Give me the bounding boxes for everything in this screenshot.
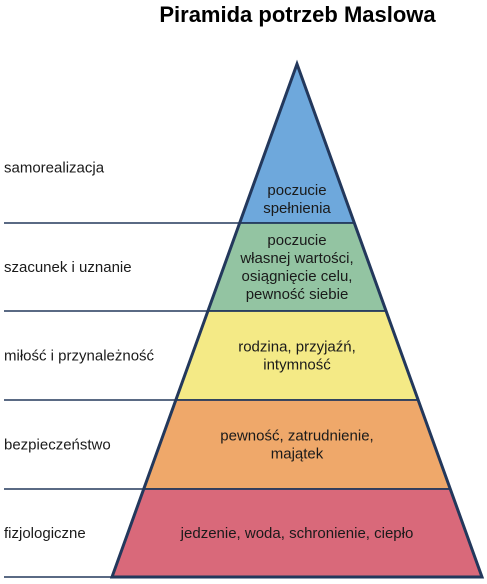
segment-content-line: rodzina, przyjaźń,	[238, 339, 356, 356]
segment-content-line: własnej wartości,	[239, 250, 353, 267]
pyramid-outline-layer	[109, 59, 485, 579]
segment-content-line: pewność, zatrudnienie,	[220, 428, 373, 445]
level-label-milosc-i-przynaleznosc: miłość i przynależność	[4, 348, 155, 365]
level-label-szacunek-i-uznanie: szacunek i uznanie	[4, 259, 132, 276]
level-label-samorealizacja: samorealizacja	[4, 160, 105, 177]
pyramid-segments	[111, 63, 483, 578]
diagram-title: Piramida potrzeb Maslowa	[159, 2, 436, 27]
pyramid-segment-bezpieczenstwo	[142, 399, 452, 490]
segment-content-line: jedzenie, woda, schronienie, ciepło	[180, 525, 414, 542]
segment-content-line: poczucie	[267, 182, 326, 199]
pyramid-segment-milosc-i-przynaleznosc	[175, 310, 419, 401]
level-labels: samorealizacja szacunek i uznanie miłość i…	[4, 160, 155, 543]
segment-content-line: spełnienia	[263, 200, 331, 217]
level-label-fizjologiczne: fizjologiczne	[4, 525, 86, 542]
segment-content-line: poczucie	[267, 232, 326, 249]
segment-content-line: osiągnięcie celu,	[242, 268, 353, 285]
segment-content-line: majątek	[271, 446, 324, 463]
level-label-bezpieczenstwo: bezpieczeństwo	[4, 437, 111, 454]
segment-content-line: intymność	[263, 357, 331, 374]
segment-content-line: pewność siebie	[246, 286, 349, 303]
pyramid-outline	[109, 59, 485, 579]
